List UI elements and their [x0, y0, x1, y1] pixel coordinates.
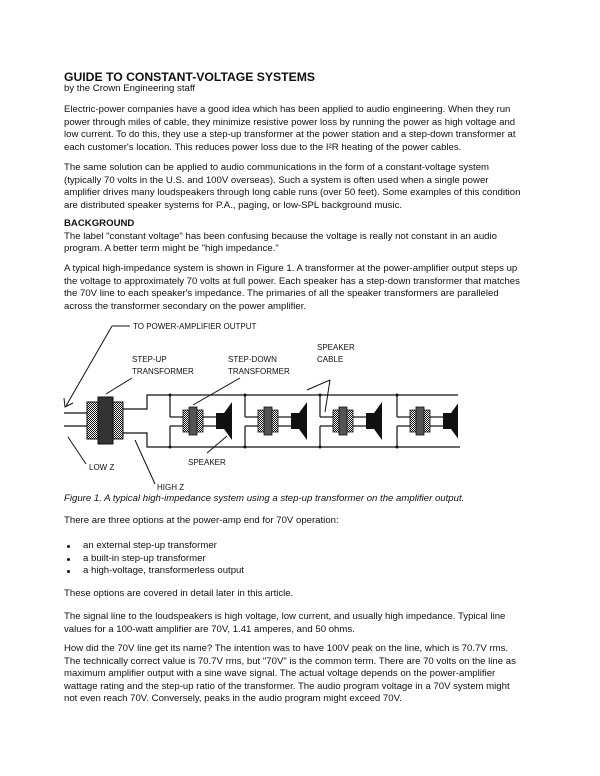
- text-line: maximum amplifier output with a sine wav…: [64, 668, 496, 679]
- speaker-unit: [242, 392, 308, 450]
- svg-text:TRANSFORMER: TRANSFORMER: [132, 367, 194, 376]
- text-line: The label "constant voltage" has been co…: [64, 230, 497, 242]
- text-line: are distributed speaker systems for P.A.…: [64, 199, 403, 211]
- text-line: amplifier drives many loudspeakers throu…: [64, 187, 521, 198]
- options-intro: There are three options at the power-amp…: [64, 515, 339, 526]
- speaker-unit: [317, 392, 383, 450]
- svg-text:LOW Z: LOW Z: [89, 463, 114, 472]
- options-list: an external step-up transformer a built-…: [64, 540, 244, 578]
- text-line: (typically 70 volts in the U.S. and 100V…: [64, 174, 489, 186]
- svg-text:STEP-UP: STEP-UP: [132, 355, 167, 364]
- options-outro: These options are covered in detail late…: [64, 588, 294, 599]
- section-heading: BACKGROUND: [64, 218, 135, 229]
- intro-paragraph-1: Electric-power companies have a good ide…: [64, 104, 516, 154]
- background-paragraph-2: A typical high-impedance system is shown…: [64, 263, 520, 313]
- document-title: GUIDE TO CONSTANT-VOLTAGE SYSTEMS: [64, 70, 315, 84]
- byline: by the Crown Engineering staff: [64, 83, 196, 94]
- text-line: the 70V line to each speaker's impedance…: [64, 288, 499, 299]
- text-line: A typical high-impedance system is shown…: [64, 263, 518, 274]
- svg-text:HIGH Z: HIGH Z: [157, 483, 184, 492]
- background-section: BACKGROUND The label "constant voltage" …: [64, 218, 497, 256]
- text-line: How did the 70V line get its name? The i…: [64, 643, 509, 654]
- svg-text:CABLE: CABLE: [317, 355, 343, 364]
- signal-paragraph-1: The signal line to the loudspeakers is h…: [64, 611, 505, 636]
- amp-output-label: TO POWER-AMPLIFIER OUTPUT: [63, 322, 257, 408]
- list-item: a built-in step-up transformer: [64, 553, 244, 566]
- step-up-transformer: [86, 396, 124, 445]
- text-line: The signal line to the loudspeakers is h…: [64, 611, 506, 622]
- text-line: Electric-power companies have a good ide…: [64, 104, 511, 115]
- svg-text:SPEAKER: SPEAKER: [188, 458, 226, 467]
- figure-caption: Figure 1. A typical high-impedance syste…: [64, 493, 465, 504]
- text-line: low current. To do this, they use a step…: [64, 129, 516, 140]
- figure-labels: STEP-UP TRANSFORMER STEP-DOWN TRANSFORME…: [67, 343, 355, 492]
- text-line: the voltage to approximately 70 volts at…: [64, 275, 520, 287]
- text-line: wattage rating and the step-up ratio of …: [64, 680, 510, 692]
- signal-paragraph-2: How did the 70V line get its name? The i…: [64, 643, 516, 706]
- text-line: The technically correct value is 70.7V r…: [64, 655, 516, 667]
- text-line: program. A better term might be "high im…: [64, 243, 279, 254]
- list-item: a high-voltage, transformerless output: [64, 565, 244, 578]
- svg-text:TRANSFORMER: TRANSFORMER: [228, 367, 290, 376]
- list-item: an external step-up transformer: [64, 540, 244, 553]
- svg-text:SPEAKER: SPEAKER: [317, 343, 355, 352]
- text-line: power through miles of cable, they minim…: [64, 116, 516, 128]
- text-line: The same solution can be applied to audi…: [64, 162, 490, 173]
- text-line: not even reach 70V. Conversely, peaks in…: [64, 693, 402, 704]
- svg-text:STEP-DOWN: STEP-DOWN: [228, 355, 277, 364]
- text-line: values for a 100-watt amplifier are 70V,…: [64, 623, 355, 635]
- intro-paragraph-2: The same solution can be applied to audi…: [64, 162, 520, 212]
- text-line: across the transformer secondary on the …: [64, 300, 307, 312]
- svg-text:TO POWER-AMPLIFIER OUTPUT: TO POWER-AMPLIFIER OUTPUT: [133, 322, 257, 331]
- speaker-unit: [394, 392, 458, 450]
- text-line: each customer's location. This reduces p…: [64, 141, 462, 153]
